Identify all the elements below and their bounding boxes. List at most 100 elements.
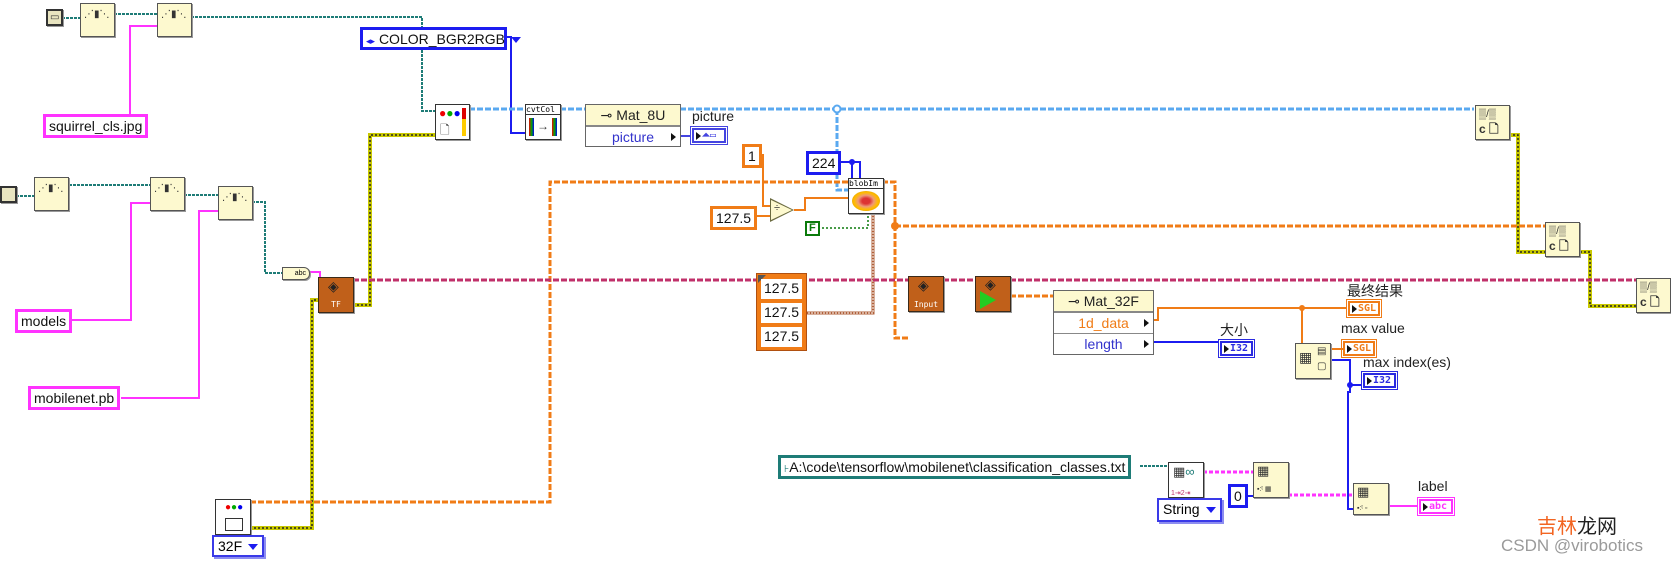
- size-indicator-label: 大小: [1220, 322, 1248, 338]
- picture-indicator-label: picture: [692, 108, 735, 124]
- blob-icon: [852, 191, 880, 211]
- neural-net-icon: ◈: [918, 277, 929, 293]
- mat-type-dropdown[interactable]: 32F: [212, 535, 265, 557]
- class-key-icon: ⊸: [600, 107, 617, 123]
- build-path-node-4[interactable]: ⋰▮⋱: [150, 177, 185, 211]
- watermark-credit: CSDN @virobotics: [1501, 536, 1643, 555]
- index-array-node-2[interactable]: ▦ ▪:ᵗ ▫: [1353, 483, 1389, 515]
- string-wire: [129, 25, 157, 115]
- watermark-site: 吉林龙网: [1537, 516, 1617, 538]
- mean-value-element[interactable]: 127.5: [761, 279, 802, 299]
- picture-icon: ⏶▭: [702, 130, 717, 141]
- read-spreadsheet-node[interactable]: ▦∞ 1⇥2⇥: [1168, 462, 1204, 498]
- neural-net-icon: ◈: [985, 276, 996, 292]
- array-icon: ▦: [1357, 484, 1370, 499]
- max-index-indicator[interactable]: I32: [1361, 371, 1398, 390]
- error-wire: [1509, 133, 1545, 254]
- chevron-down-icon: [248, 544, 259, 551]
- error-wire: [250, 298, 318, 530]
- mean-value-element[interactable]: 127.5: [761, 303, 802, 323]
- mat32-wire: [250, 180, 908, 504]
- model-file-constant[interactable]: mobilenet.pb: [28, 386, 121, 410]
- swap-rb-constant[interactable]: F: [805, 221, 820, 236]
- color-conversion-enum[interactable]: ◂▸ COLOR_BGR2RGB: [360, 27, 521, 50]
- set-input-node[interactable]: ◈ Input: [908, 276, 944, 312]
- chevron-down-icon: [1205, 507, 1216, 514]
- index-array-node-1[interactable]: ▦ ▪:ᵗ ▦: [1253, 462, 1289, 498]
- mat-wire: [835, 109, 848, 192]
- max-value-indicator[interactable]: SGL: [1341, 339, 1377, 358]
- file-path-icon-2[interactable]: [0, 186, 17, 203]
- size-indicator[interactable]: I32: [1218, 339, 1255, 358]
- blob-from-image-node[interactable]: blobIm: [848, 178, 884, 214]
- picture-indicator[interactable]: ⏶▭: [690, 126, 728, 145]
- int-wire: [1347, 385, 1353, 510]
- max-index-label: max index(es): [1363, 354, 1451, 370]
- scale-divisor-constant[interactable]: 127.5: [710, 206, 758, 230]
- release-mat-node[interactable]: ▒/▒ c 🗋: [1475, 105, 1510, 140]
- path-wire: [252, 201, 282, 274]
- build-path-node-1[interactable]: ⋰▮⋱: [80, 3, 115, 37]
- imread-node[interactable]: ●●● 🗋: [435, 104, 470, 140]
- mean-value-element[interactable]: 127.5: [761, 327, 802, 347]
- release-net-node[interactable]: ▒/▒ c 🗋: [1636, 278, 1671, 313]
- path-tree-icon: ⋰▮⋱: [222, 192, 248, 203]
- chevron-down-icon: [510, 37, 521, 44]
- float-wire: [794, 197, 848, 211]
- path-icon: ⊦: [784, 464, 790, 475]
- label-indicator[interactable]: abc: [1417, 497, 1455, 516]
- file-icon: 🗋: [440, 123, 450, 137]
- mat-constructor-node[interactable]: ●●●: [215, 499, 251, 535]
- release-icon: ▒/▒: [1549, 226, 1566, 237]
- one-constant[interactable]: 1: [742, 144, 762, 168]
- enum-wire: [507, 36, 525, 134]
- index-zero-constant[interactable]: 0: [1228, 484, 1248, 508]
- string-wire: [71, 202, 150, 321]
- path-wire: [191, 16, 435, 112]
- error-level-icon: [462, 108, 466, 136]
- max-value-label: max value: [1341, 320, 1405, 336]
- path-tree-icon: ⋰▮⋱: [84, 9, 110, 20]
- build-path-node-5[interactable]: ⋰▮⋱: [218, 186, 253, 220]
- models-dir-constant[interactable]: models: [15, 309, 73, 333]
- property-picture[interactable]: picture: [586, 126, 680, 147]
- opencv-logo-icon: ●●●: [439, 106, 461, 120]
- forward-node[interactable]: ◈: [975, 276, 1011, 312]
- final-result-indicator[interactable]: SGL: [1346, 299, 1382, 318]
- build-path-node-3[interactable]: ⋰▮⋱: [34, 177, 69, 211]
- mean-values-array[interactable]: 127.5 127.5 127.5: [756, 273, 807, 351]
- classes-path-constant[interactable]: ⊦A:\code\tensorflow\mobilenet\classifica…: [778, 455, 1132, 479]
- mat32f-property-node[interactable]: ⊸ Mat_32F 1d_data length: [1053, 290, 1154, 355]
- string-wire: [121, 210, 218, 399]
- image-file-constant[interactable]: squirrel_cls.jpg: [43, 114, 149, 138]
- path-tree-icon: ⋰▮⋱: [161, 9, 187, 20]
- size-constant[interactable]: 224: [806, 151, 842, 175]
- release-icon: ▒/▒: [1640, 282, 1657, 293]
- enum-arrows-icon: ◂▸: [366, 36, 376, 46]
- cvtcolor-node[interactable]: cvtCol →: [525, 104, 561, 140]
- path-tree-icon: ⋰▮⋱: [154, 183, 180, 194]
- path-tree-icon: ⋰▮⋱: [38, 183, 64, 194]
- build-path-node-2[interactable]: ⋰▮⋱: [157, 3, 192, 37]
- class-key-icon: ⊸: [1068, 293, 1084, 309]
- label-indicator-label: label: [1418, 478, 1448, 494]
- mat8u-property-node[interactable]: ⊸ Mat_8U picture: [585, 104, 681, 147]
- mat-box-icon: [225, 518, 243, 531]
- final-result-label: 最终结果: [1347, 283, 1403, 299]
- property-length[interactable]: length: [1054, 333, 1153, 354]
- release-icon: ▒/▒: [1479, 109, 1496, 120]
- int-wire: [1330, 359, 1362, 386]
- property-1d-data[interactable]: 1d_data: [1054, 312, 1153, 333]
- array-max-min-node[interactable]: ▦ ▤ ▢: [1295, 343, 1331, 379]
- file-path-icon[interactable]: ▭: [46, 9, 63, 26]
- float-array-wire: [1153, 307, 1347, 321]
- spreadsheet-type-dropdown[interactable]: String: [1157, 498, 1222, 522]
- path-to-string-node[interactable]: abc: [282, 267, 310, 280]
- read-tf-net-node[interactable]: ◈ TF: [318, 277, 354, 313]
- divide-node[interactable]: ÷: [770, 198, 794, 222]
- run-arrow-icon: [980, 291, 996, 309]
- spreadsheet-glasses-icon: ▦∞: [1173, 464, 1195, 479]
- release-mat32-node[interactable]: ▒/▒ c 🗋: [1545, 222, 1580, 257]
